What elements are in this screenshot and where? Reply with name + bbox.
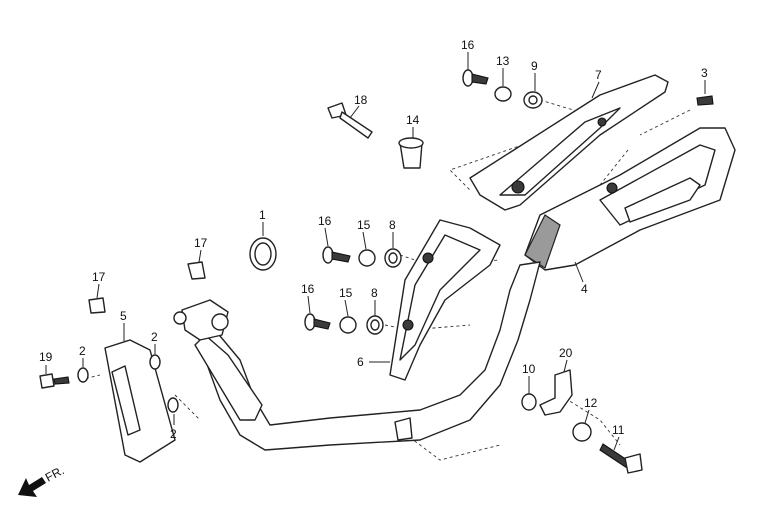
label-19: 19 — [39, 350, 53, 364]
front-arrow-icon — [18, 477, 46, 497]
label-16-top: 16 — [461, 38, 475, 52]
label-8-low: 8 — [371, 286, 378, 300]
label-1: 1 — [259, 208, 266, 222]
label-12: 12 — [584, 396, 598, 410]
muffler-protector — [104, 339, 176, 463]
front-direction-indicator: FR. — [18, 463, 66, 497]
label-20: 20 — [559, 346, 573, 360]
front-direction-label: FR. — [43, 463, 67, 484]
label-17-b: 17 — [92, 270, 106, 284]
label-2-c: 2 — [170, 427, 177, 441]
label-14: 14 — [406, 113, 420, 127]
label-3: 3 — [701, 66, 708, 80]
label-13: 13 — [496, 54, 510, 68]
label-8-mid: 8 — [389, 218, 396, 232]
label-11: 11 — [612, 423, 625, 437]
label-9: 9 — [531, 59, 538, 73]
label-4: 4 — [581, 282, 588, 296]
gasket — [249, 237, 277, 271]
part-numbers: 16 13 9 7 3 18 14 1 16 15 8 17 17 16 15 … — [39, 38, 708, 441]
leader-lines — [45, 52, 706, 451]
label-10: 10 — [522, 362, 536, 376]
label-7: 7 — [595, 68, 602, 82]
label-16-mid: 16 — [318, 214, 332, 228]
label-17-a: 17 — [194, 236, 208, 250]
exhaust-pipe — [173, 261, 541, 451]
heat-shield-upper — [469, 74, 669, 211]
label-15-low: 15 — [339, 286, 353, 300]
label-5: 5 — [120, 309, 127, 323]
heat-shield-lower — [389, 219, 501, 381]
label-15-mid: 15 — [357, 218, 371, 232]
label-2-b: 2 — [79, 344, 86, 358]
muffler — [524, 127, 736, 271]
label-6: 6 — [357, 355, 364, 369]
label-18: 18 — [354, 93, 368, 107]
label-2-a: 2 — [151, 330, 158, 344]
label-16-low: 16 — [301, 282, 315, 296]
hardware-parts — [39, 69, 714, 474]
